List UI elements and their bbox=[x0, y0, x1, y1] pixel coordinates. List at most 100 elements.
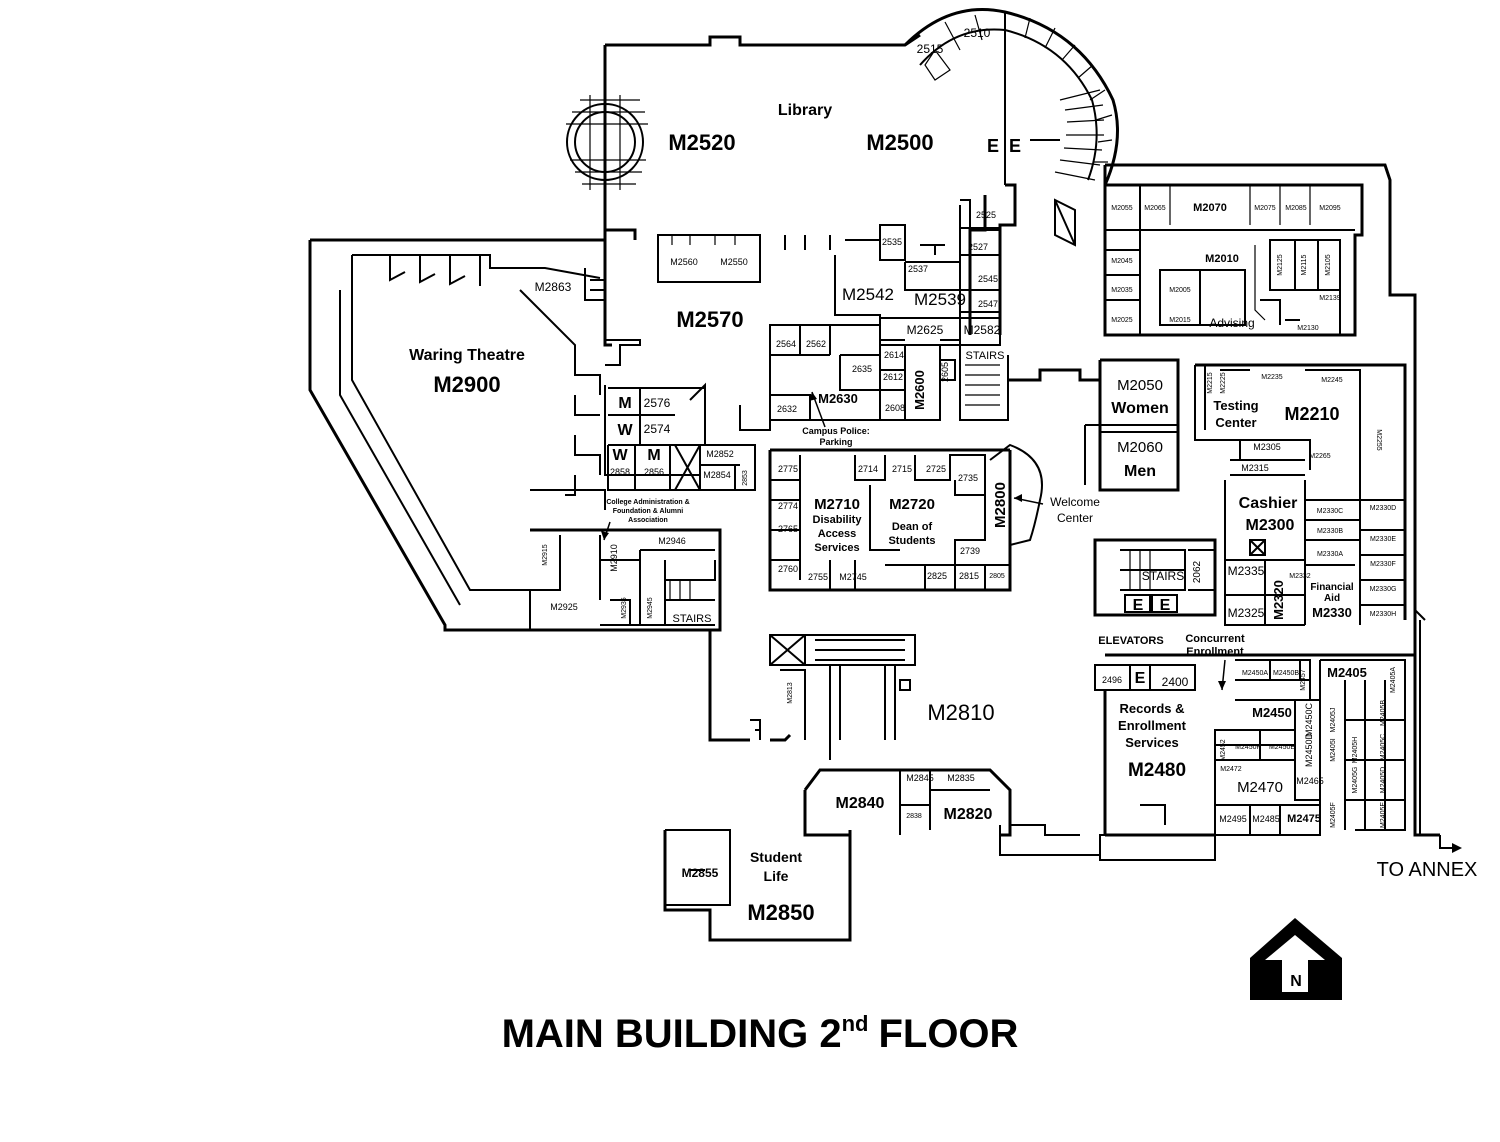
label-m2320: M2320 bbox=[1271, 580, 1286, 620]
label-m2215: M2215 bbox=[1207, 372, 1214, 394]
label-m2810: M2810 bbox=[927, 700, 994, 725]
label-restroom-m2: M bbox=[647, 447, 660, 464]
label-women: Women bbox=[1111, 400, 1168, 417]
label-m2495: M2495 bbox=[1219, 814, 1247, 824]
label-m2330g: M2330G bbox=[1370, 586, 1397, 593]
label-college-3: Association bbox=[628, 517, 668, 524]
label-advising: Advising bbox=[1209, 316, 1254, 330]
label-2858: 2858 bbox=[610, 467, 630, 477]
label-m2330f: M2330F bbox=[1370, 561, 1396, 568]
label-testing-2: Center bbox=[1215, 415, 1256, 430]
title-end: FLOOR bbox=[878, 1012, 1018, 1056]
label-m2852: M2852 bbox=[706, 449, 734, 459]
label-m2720: M2720 bbox=[889, 496, 935, 513]
label-2496: 2496 bbox=[1102, 675, 1122, 685]
label-m2035: M2035 bbox=[1111, 287, 1133, 294]
label-m2854: M2854 bbox=[703, 470, 731, 480]
label-m2010: M2010 bbox=[1205, 253, 1239, 265]
label-m2330: M2330 bbox=[1312, 605, 1352, 620]
label-2537: 2537 bbox=[908, 264, 928, 274]
label-2535: 2535 bbox=[882, 237, 902, 247]
north-label: N bbox=[1290, 973, 1302, 990]
label-m2560: M2560 bbox=[670, 257, 698, 267]
label-m2125: M2125 bbox=[1277, 254, 1284, 276]
label-2632: 2632 bbox=[777, 404, 797, 414]
label-m2470: M2470 bbox=[1237, 779, 1283, 796]
label-m2405h: M2405H bbox=[1352, 737, 1359, 763]
label-m2452: M2452 bbox=[1220, 739, 1227, 761]
label-m2813: M2813 bbox=[787, 682, 794, 704]
label-m2820: M2820 bbox=[944, 806, 993, 823]
label-2400: 2400 bbox=[1162, 675, 1189, 689]
label-m2945: M2945 bbox=[647, 597, 654, 619]
label-m2255: M2255 bbox=[1375, 429, 1382, 451]
label-m2465: M2465 bbox=[1296, 776, 1324, 786]
label-m2500: M2500 bbox=[866, 130, 933, 155]
label-2510: 2510 bbox=[964, 26, 991, 40]
label-m2800: M2800 bbox=[992, 482, 1009, 528]
label-records-2: Enrollment bbox=[1118, 718, 1187, 733]
label-dean-1: Dean of bbox=[892, 521, 933, 533]
label-elevators: ELEVATORS bbox=[1098, 635, 1163, 647]
label-m2835: M2835 bbox=[947, 773, 975, 783]
label-m2405g: M2405G bbox=[1352, 767, 1359, 794]
label-2760: 2760 bbox=[778, 564, 798, 574]
label-m2405j: M2405J bbox=[1330, 708, 1337, 733]
label-m2840: M2840 bbox=[836, 795, 885, 812]
label-m2457: M2457 bbox=[1300, 669, 1307, 691]
label-m2935: M2935 bbox=[621, 597, 628, 619]
label-m2405: M2405 bbox=[1327, 665, 1367, 680]
label-restroom-m: M bbox=[618, 395, 631, 412]
label-m2542: M2542 bbox=[842, 285, 894, 304]
label-2838: 2838 bbox=[906, 813, 922, 820]
label-2614: 2614 bbox=[884, 350, 904, 360]
label-m2130: M2130 bbox=[1297, 325, 1319, 332]
label-financial-2: Aid bbox=[1324, 593, 1340, 604]
label-m2115: M2115 bbox=[1301, 254, 1308, 275]
label-m2060: M2060 bbox=[1117, 439, 1163, 456]
label-2825: 2825 bbox=[927, 571, 947, 581]
to-annex: TO ANNEX bbox=[1377, 835, 1477, 881]
label-m2710: M2710 bbox=[814, 496, 860, 513]
label-2515: 2515 bbox=[917, 42, 944, 56]
label-disability-2: Access bbox=[818, 528, 857, 540]
label-m2405c: M2405C bbox=[1380, 734, 1387, 760]
label-2527: 2527 bbox=[968, 242, 988, 252]
label-m2539: M2539 bbox=[914, 290, 966, 309]
label-parking: Parking bbox=[819, 437, 852, 447]
label-m2300: M2300 bbox=[1246, 517, 1295, 534]
label-2545: 2545 bbox=[978, 274, 998, 284]
label-m2055: M2055 bbox=[1111, 205, 1133, 212]
label-m2405e: M2405E bbox=[1380, 802, 1387, 828]
label-m2139: M2139 bbox=[1319, 295, 1341, 302]
label-m2845: M2845 bbox=[906, 773, 934, 783]
label-m2085: M2085 bbox=[1285, 205, 1307, 212]
label-m2915: M2915 bbox=[542, 544, 549, 566]
label-2525: 2525 bbox=[976, 210, 996, 220]
label-m2582: M2582 bbox=[964, 323, 1001, 337]
label-2576: 2576 bbox=[644, 396, 671, 410]
label-m2600: M2600 bbox=[912, 370, 927, 410]
room-labels: Library M2520 M2500 2510 2515 Waring The… bbox=[409, 26, 1397, 925]
label-2714: 2714 bbox=[858, 464, 878, 474]
label-m2850: M2850 bbox=[747, 900, 814, 925]
label-waring-theatre: Waring Theatre bbox=[409, 347, 525, 364]
label-2608: 2608 bbox=[885, 403, 905, 413]
label-m2405b: M2405B bbox=[1380, 700, 1387, 726]
label-m2405f: M2405F bbox=[1330, 802, 1337, 828]
label-testing-1: Testing bbox=[1213, 398, 1258, 413]
annotation-arrows bbox=[601, 391, 1226, 691]
label-disability-3: Services bbox=[814, 542, 859, 554]
label-2725: 2725 bbox=[926, 464, 946, 474]
label-m2005: M2005 bbox=[1169, 287, 1191, 294]
label-m2405i: M2405I bbox=[1330, 738, 1337, 761]
label-2815: 2815 bbox=[959, 571, 979, 581]
label-m2450f: M2450F bbox=[1235, 744, 1261, 751]
label-m2450a: M2450A bbox=[1242, 670, 1268, 677]
label-2739: 2739 bbox=[960, 546, 980, 556]
label-m2325: M2325 bbox=[1228, 606, 1265, 620]
label-financial-1: Financial bbox=[1310, 582, 1354, 593]
label-m2315: M2315 bbox=[1241, 463, 1269, 473]
